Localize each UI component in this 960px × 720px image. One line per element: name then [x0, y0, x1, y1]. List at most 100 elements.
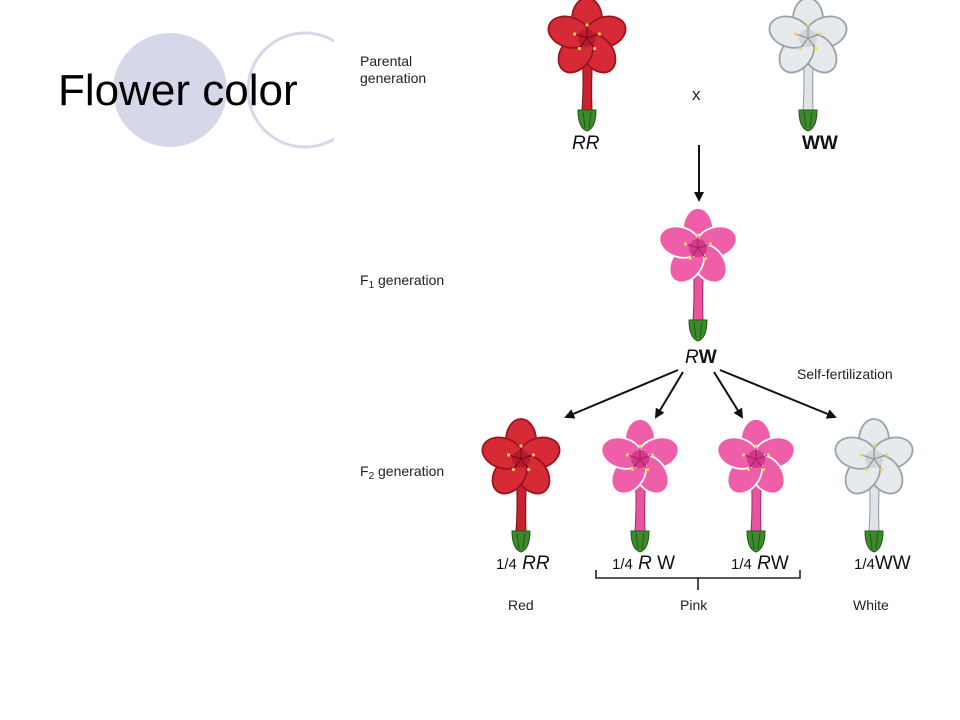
f2-red-fraction: 1/4 [496, 556, 517, 573]
flower-parent-red [547, 0, 627, 132]
flower-stamen [578, 37, 588, 49]
flower-anther [884, 453, 888, 457]
filled-circle-decoration [113, 33, 227, 147]
flower-anther [880, 467, 884, 472]
flower-anther [688, 256, 692, 261]
calyx-lines [869, 532, 879, 550]
calyx-lines [803, 111, 813, 129]
flower-anther [754, 444, 758, 448]
flower-stamen [747, 458, 757, 470]
flower-anther [638, 444, 642, 448]
flower-anther [742, 453, 746, 457]
flower-stamen [697, 247, 707, 259]
flower-f2-pink-b [716, 418, 796, 553]
calyx-lines [693, 321, 703, 339]
self-fertilization-label: Self-fertilization [797, 366, 893, 382]
flower-anther [872, 444, 876, 448]
flower-stamen [755, 454, 769, 460]
flower-stamen [586, 33, 600, 39]
f2-white-genotype: 1/4WW [854, 553, 911, 575]
flower-anther [684, 242, 688, 246]
f1-label-subscript: 1 [368, 280, 375, 291]
flower-anther [864, 467, 868, 472]
pink-group-bracket [595, 570, 801, 590]
flower-stamen [574, 33, 588, 39]
flower-stamen [795, 33, 809, 39]
flower-f1-pink [658, 207, 738, 342]
flower-anther [597, 32, 601, 36]
flower-stamen [861, 454, 875, 460]
flower-parent-white [768, 0, 848, 132]
flower-anther [585, 23, 589, 27]
f2-pink-b-fraction: 1/4 [731, 556, 752, 573]
f2-pink-a-allele2: W [651, 553, 676, 574]
flower-stamen [807, 33, 821, 39]
circle-clip-mask [334, 25, 364, 160]
flower-f2-red [481, 418, 561, 553]
parent-white-genotype: WW [802, 133, 838, 155]
flower-calyx [577, 109, 597, 132]
flower-stamen [627, 454, 641, 460]
slide-title: Flower color [58, 66, 298, 115]
flower-stamen [799, 37, 809, 49]
f2-pink-b-allele2: W [770, 553, 789, 574]
parental-generation-label: Parental generation [360, 53, 426, 87]
calyx-lines [635, 532, 645, 550]
f2-pink-a-fraction: 1/4 [612, 556, 633, 573]
parent-red-genotype-text: RR [572, 133, 600, 154]
flower-stamen [586, 37, 596, 49]
flower-anther [573, 32, 577, 36]
f2-red-allele: RR [522, 553, 550, 574]
flower-stamen [873, 458, 883, 470]
parental-label-line1: Parental [360, 53, 413, 69]
arrow-to-pink-f2-a [654, 371, 684, 419]
f1-label-letter: F [360, 272, 369, 288]
f1-generation-label: F1 generation [360, 272, 444, 294]
flower-anther [746, 467, 750, 472]
flower-calyx [864, 530, 884, 553]
parent-white-genotype-text: WW [802, 133, 838, 154]
f2-label-subscript: 2 [368, 471, 375, 482]
decorative-circles [113, 25, 364, 160]
flower-calyx [688, 319, 708, 342]
f2-pink-a-genotype: 1/4 R W [612, 553, 675, 575]
flower-calyx [511, 530, 531, 553]
flower-anther [806, 23, 810, 27]
flower-anther [511, 467, 515, 472]
f2-pink-b-genotype: 1/4 RW [731, 553, 789, 575]
f2-generation-label: F2 generation [360, 463, 444, 485]
flower-stamen [639, 458, 649, 470]
flower-anther [527, 467, 531, 472]
f2-pink-b-allele1: R [757, 553, 771, 574]
arrow-to-white-f2 [719, 369, 837, 419]
flower-f2-white [834, 418, 914, 553]
f1-label-rest: generation [374, 272, 445, 288]
flower-anther [577, 46, 581, 51]
arrow-to-pink-f2-b [713, 371, 744, 419]
flower-anther [860, 453, 864, 457]
flower-anther [798, 46, 802, 51]
arrow-to-red-f2 [564, 369, 679, 419]
flower-anther [708, 242, 712, 246]
flower-anther [507, 453, 511, 457]
flower-stamen [639, 454, 653, 460]
f1-genotype-allele-r: R [685, 347, 699, 368]
flower-anther [704, 256, 708, 261]
flower-anther [814, 46, 818, 51]
flower-anther [794, 32, 798, 36]
cross-symbol: x [692, 85, 701, 104]
flower-calyx [798, 109, 818, 132]
flower-stamen [697, 243, 711, 249]
f1-genotype: RW [685, 347, 717, 369]
phenotype-red-label: Red [508, 597, 534, 613]
calyx-lines [582, 111, 592, 129]
flower-anther [626, 453, 630, 457]
f2-white-allele2: WW [874, 553, 911, 574]
calyx-lines [751, 532, 761, 550]
flower-anther [646, 467, 650, 472]
flower-anther [650, 453, 654, 457]
f2-white-fraction: 1/4 [854, 556, 875, 573]
flower-stamen [520, 458, 530, 470]
flower-calyx [746, 530, 766, 553]
